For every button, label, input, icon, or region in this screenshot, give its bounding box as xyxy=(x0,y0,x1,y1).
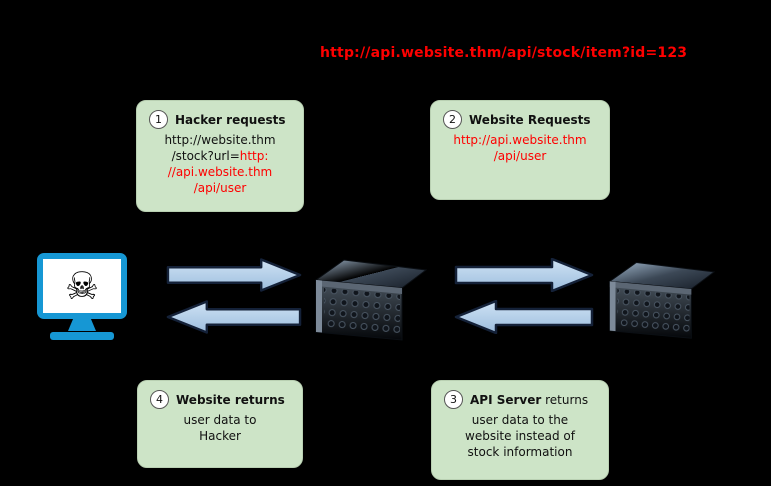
skull-and-crossbones-icon: ☠ xyxy=(64,264,100,308)
response-arrow-website-to-hacker xyxy=(166,300,302,334)
step4-body: user data to Hacker xyxy=(144,412,296,444)
step1-url-line1: http://website.thm xyxy=(164,133,276,147)
step2-title: Website Requests xyxy=(469,112,591,127)
response-arrow-api-to-website xyxy=(454,300,594,334)
step1-url-line4: /api/user xyxy=(193,181,247,195)
web-server-icon xyxy=(314,259,428,341)
step2-header: 2 Website Requests xyxy=(437,109,603,132)
step4-line1: user data to xyxy=(183,413,257,427)
step4-line2: Hacker xyxy=(199,429,241,443)
step2-url-line2: /api/user xyxy=(493,149,547,163)
step1-url-line2: /stock?url=http: xyxy=(143,148,297,164)
step3-header: 3 API Server returns xyxy=(438,389,602,412)
step1-url-line2-black: /stock?url= xyxy=(171,149,240,163)
step3-title-bold: API Server xyxy=(470,392,542,407)
hacker-monitor-frame: ☠ xyxy=(37,253,127,319)
step3-api-server-returns-box: 3 API Server returns user data to the we… xyxy=(431,380,609,480)
step3-line3: stock information xyxy=(467,445,573,459)
hacker-computer-icon: ☠ xyxy=(36,253,128,340)
api-server-icon xyxy=(608,261,716,339)
monitor-stand-neck xyxy=(68,319,96,331)
step3-title-rest: returns xyxy=(541,392,589,407)
step2-url-line1: http://api.website.thm xyxy=(453,133,587,147)
step4-header: 4 Website returns xyxy=(144,389,296,412)
step1-hacker-request-box: 1 Hacker requests http://website.thm /st… xyxy=(136,100,304,212)
step3-line2: website instead of xyxy=(465,429,575,443)
step2-website-request-box: 2 Website Requests http://api.website.th… xyxy=(430,100,610,200)
step1-url-line3: //api.website.thm xyxy=(167,165,273,179)
step4-number-badge: 4 xyxy=(150,390,169,409)
step2-number-badge: 2 xyxy=(443,110,462,129)
step1-number-badge: 1 xyxy=(149,110,168,129)
step3-body: user data to the website instead of stoc… xyxy=(438,412,602,460)
step3-number-badge: 3 xyxy=(444,390,463,409)
request-arrow-hacker-to-website xyxy=(166,258,302,292)
step1-header: 1 Hacker requests xyxy=(143,109,297,132)
step1-body: http://website.thm /stock?url=http: //ap… xyxy=(143,132,297,196)
request-arrow-website-to-api xyxy=(454,258,594,292)
monitor-stand-base xyxy=(50,332,114,340)
step3-line1: user data to the xyxy=(471,413,569,427)
hacker-monitor-screen: ☠ xyxy=(43,259,121,313)
step1-url-line2-red: http: xyxy=(239,149,269,163)
step2-body: http://api.website.thm /api/user xyxy=(437,132,603,164)
attack-url-label: http://api.website.thm/api/stock/item?id… xyxy=(320,45,688,61)
step4-title: Website returns xyxy=(176,392,285,407)
step4-website-returns-box: 4 Website returns user data to Hacker xyxy=(137,380,303,468)
step3-title: API Server returns xyxy=(470,392,588,408)
step1-title: Hacker requests xyxy=(175,112,286,127)
